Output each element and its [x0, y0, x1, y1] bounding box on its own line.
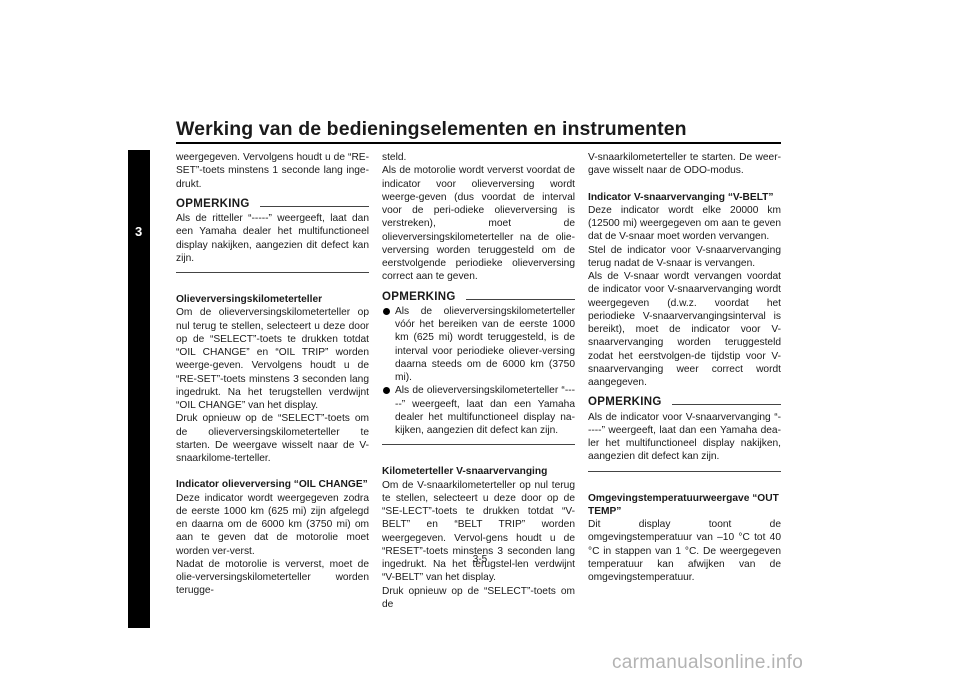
- chapter-number: 3: [135, 224, 143, 239]
- list-item-text: Als de olieverversingskilometerteller vó…: [395, 305, 575, 383]
- header-rule: [176, 142, 781, 144]
- paragraph: Nadat de motorolie is ververst, moet de …: [176, 558, 369, 597]
- note-end-rule: [382, 444, 575, 446]
- chapter-tab: [128, 150, 150, 628]
- spacer: [588, 479, 781, 492]
- note-header: OPMERKING: [382, 291, 575, 304]
- section-heading: Indicator olieverversing “OIL CHANGE”: [176, 479, 368, 491]
- note-rule: [465, 298, 575, 300]
- paragraph: Druk opnieuw op de “SELECT”-toets om de …: [176, 413, 369, 464]
- paragraph: Deze indicator wordt weergegeven zodra d…: [176, 492, 369, 557]
- spacer: [176, 465, 369, 478]
- page-number: 3-5: [472, 554, 488, 565]
- paragraph: Om de V-snaarkilometerteller op nul teru…: [382, 479, 575, 584]
- paragraph: V-snaarkilometerteller te starten. De we…: [588, 152, 781, 177]
- list-item: Als de olieverversingskilometerteller vó…: [382, 305, 575, 385]
- paragraph: steld.: [382, 152, 407, 163]
- bullet-icon: [383, 307, 390, 315]
- note-label: OPMERKING: [176, 197, 250, 210]
- note-text: Als de indicator voor V-snaarvervanging …: [588, 411, 781, 463]
- note-box: OPMERKING Als de ritteller “-----” weerg…: [176, 198, 369, 273]
- spacer: [176, 280, 369, 293]
- note-end-rule: [588, 470, 781, 472]
- paragraph: weergegeven. Vervolgens houdt u de “RE-S…: [176, 152, 369, 190]
- note-end-rule: [176, 272, 369, 273]
- paragraph: Stel de indicator voor V-snaarvervanging…: [588, 244, 781, 269]
- paragraph: Deze indicator wordt elke 20000 km (1250…: [588, 204, 781, 243]
- column-1: weergegeven. Vervolgens houdt u de “RE-S…: [176, 151, 369, 598]
- paragraph: Dit display toont de omgevingstemperatuu…: [588, 519, 781, 583]
- note-label: OPMERKING: [588, 396, 662, 409]
- paragraph: Druk opnieuw op de “SELECT”-toets om de: [382, 585, 575, 610]
- note-text: Als de ritteller “-----” weergeeft, laat…: [176, 213, 369, 264]
- section-heading: Indicator V-snaarvervanging “V-BELT”: [588, 191, 774, 203]
- note-bullet-list: Als de olieverversingskilometerteller vó…: [382, 305, 575, 438]
- section-heading: Omgevingstemperatuurweergave “OUT TEMP”: [588, 492, 779, 517]
- list-item-text: Als de olieverversingskilometerteller “-…: [395, 385, 575, 436]
- paragraph: Om de olieverversingskilometerteller op …: [176, 307, 369, 411]
- bullet-icon: [383, 387, 390, 395]
- column-3: V-snaarkilometerteller te starten. De we…: [588, 151, 781, 584]
- note-header: OPMERKING: [176, 198, 369, 211]
- section-heading: Kilometerteller V-snaarvervanging: [382, 466, 548, 478]
- list-item: Als de olieverversingskilometerteller “-…: [382, 384, 575, 437]
- section-heading: Olieverversingskilometerteller: [176, 294, 323, 305]
- note-header: OPMERKING: [588, 396, 781, 409]
- watermark: carmanualsonline.info: [612, 652, 804, 673]
- paragraph: Als de V-snaar wordt vervangen voordat d…: [588, 271, 781, 388]
- note-box: OPMERKING Als de indicator voor V-snaarv…: [588, 396, 781, 472]
- spacer: [588, 178, 781, 191]
- note-rule: [259, 205, 369, 207]
- column-2: steld. Als de motorolie wordt ververst v…: [382, 151, 575, 611]
- note-rule: [671, 404, 781, 406]
- spacer: [382, 452, 575, 465]
- note-label: OPMERKING: [382, 290, 456, 303]
- paragraph: Als de motorolie wordt ververst voordat …: [382, 165, 575, 283]
- note-box: OPMERKING Als de olieverversingskilomete…: [382, 291, 575, 446]
- page-title: Werking van de bedieningselementen en in…: [176, 118, 687, 140]
